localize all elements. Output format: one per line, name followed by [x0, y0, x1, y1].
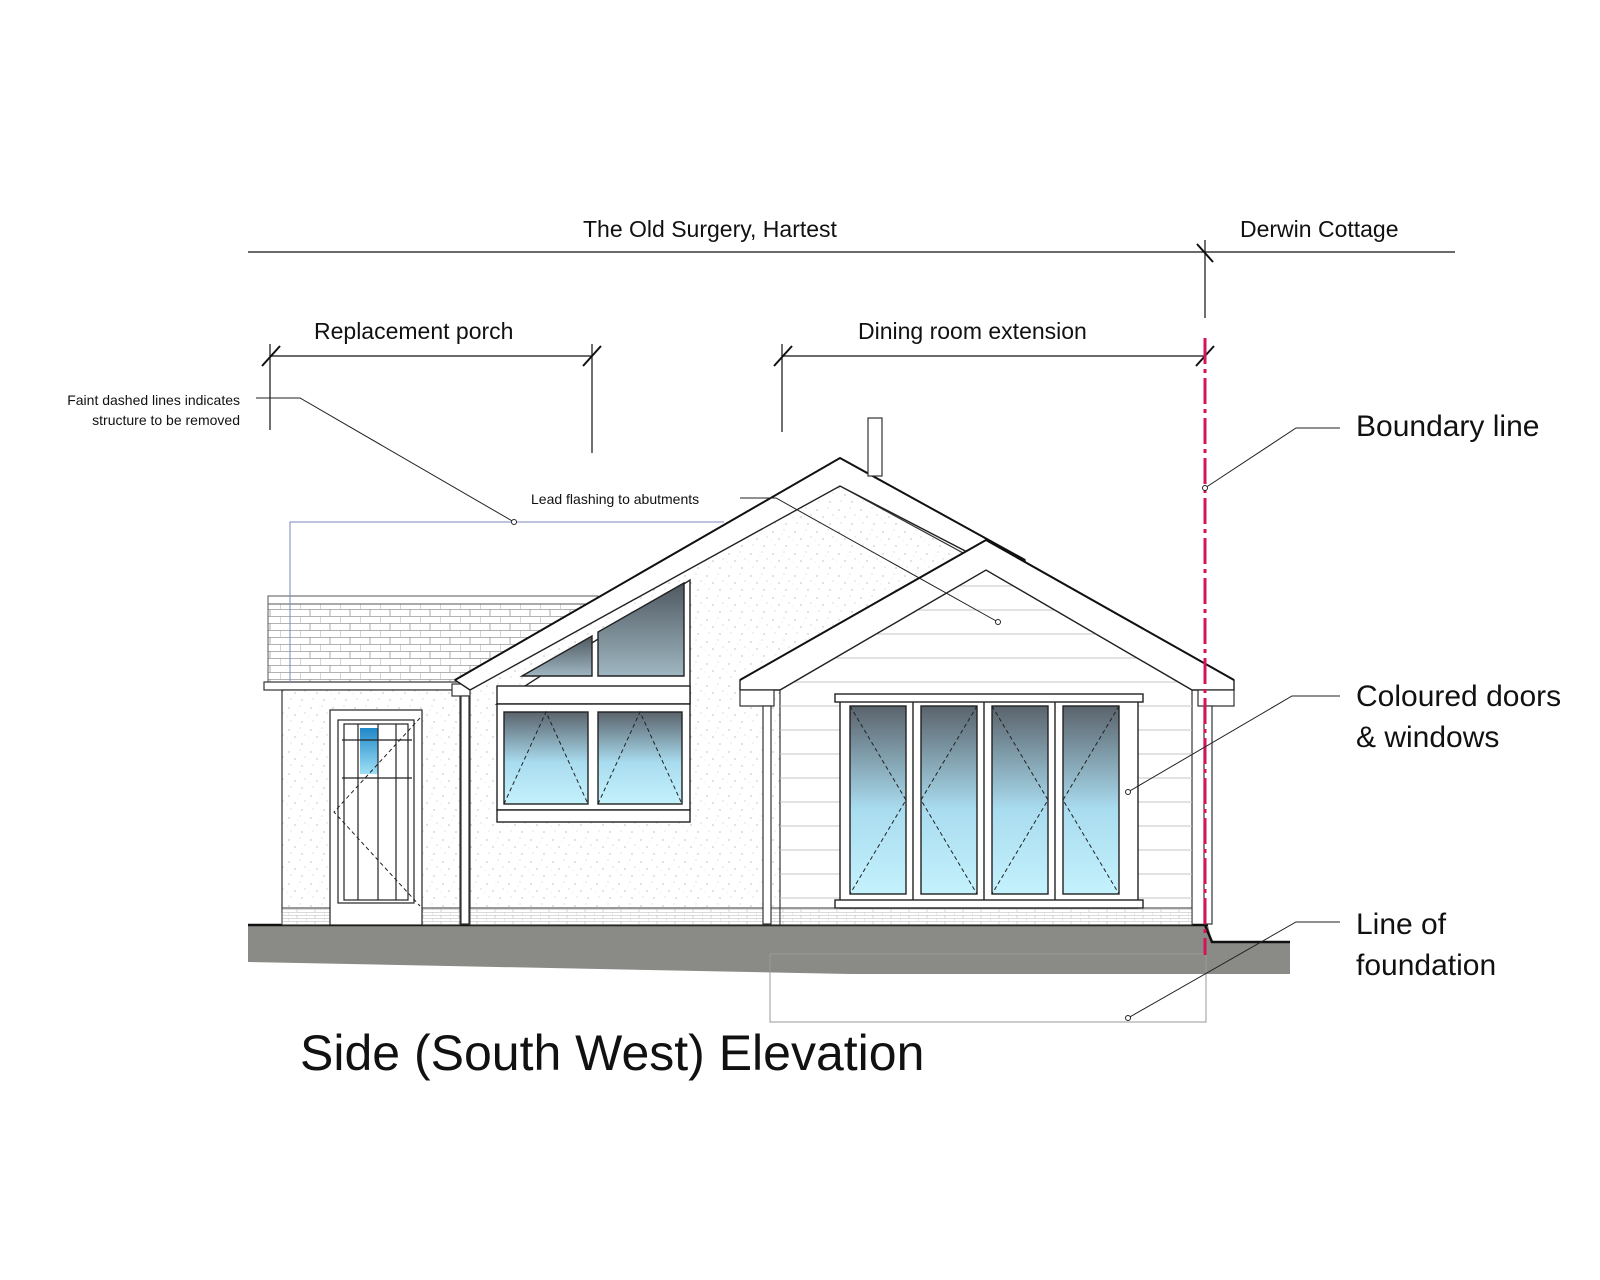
main-window [496, 703, 691, 823]
coloured-doors-note-line1: Coloured doors [1356, 680, 1562, 713]
porch-door [329, 709, 423, 926]
dashed-lines-note: Faint dashed lines indicates structure t… [67, 390, 240, 430]
foundation-note: Line of foundation [1356, 904, 1496, 986]
boundary-line-note: Boundary line [1356, 410, 1540, 443]
structure-to-remove [289, 521, 724, 682]
leader-lines [256, 397, 1340, 1021]
foundation-outline [769, 953, 1207, 1023]
dashed-lines-note-line2: structure to be removed [92, 412, 240, 428]
ground-section [248, 925, 1290, 974]
dashed-lines-note-line1: Faint dashed lines indicates [67, 392, 240, 408]
lead-flashing-note: Lead flashing to abutments [531, 491, 700, 507]
property-dimension-line [248, 240, 1455, 318]
coloured-doors-note-line2: & windows [1356, 721, 1500, 754]
gable-glazing [494, 578, 691, 705]
property-neighbour-label: Derwin Cottage [1240, 216, 1399, 242]
chimney [867, 417, 883, 477]
extension-dimension-line [773, 344, 1215, 432]
foundation-note-line2: foundation [1356, 949, 1497, 982]
foundation-note-line1: Line of [1356, 908, 1447, 941]
extension-downpipes [739, 689, 1235, 925]
property-main-label: The Old Surgery, Hartest [583, 216, 837, 242]
drawing-title: Side (South West) Elevation [300, 1025, 925, 1081]
extension-dimension-label: Dining room extension [858, 318, 1087, 344]
coloured-doors-note: Coloured doors & windows [1356, 676, 1561, 758]
porch-dimension-label: Replacement porch [314, 318, 514, 344]
porch-dimension-line [261, 344, 602, 453]
bifold-doors [834, 693, 1144, 909]
